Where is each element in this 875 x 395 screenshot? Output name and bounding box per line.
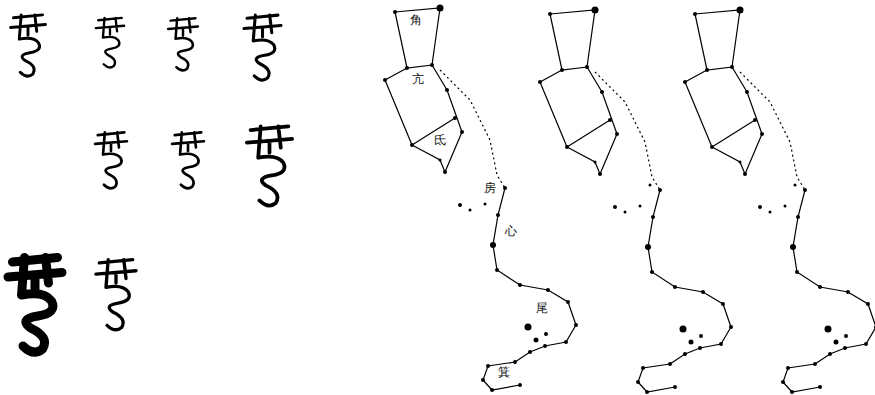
mansion-label: 房 <box>483 181 497 195</box>
mansion-label: 心 <box>504 224 518 238</box>
mansion-label: 箕 <box>497 365 511 379</box>
mansion-label: 尾 <box>535 301 549 315</box>
mansion-label: 角 <box>409 13 423 27</box>
mansion-label: 氐 <box>433 133 447 147</box>
mansion-label: 亢 <box>411 72 425 86</box>
